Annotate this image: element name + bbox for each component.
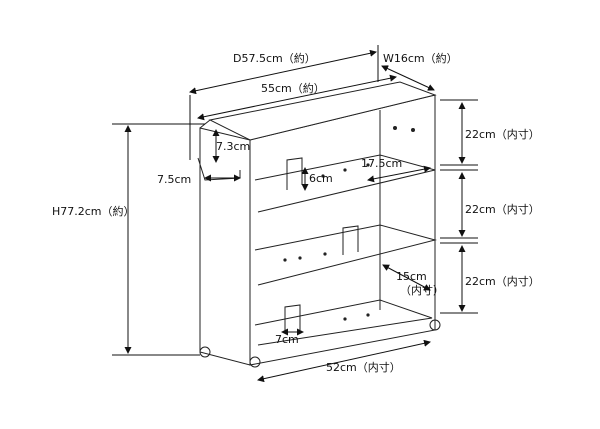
- handle-offset-label: 7.5cm: [157, 173, 192, 186]
- shelf-gap-mid-label: 22cm（内寸）: [465, 203, 540, 216]
- shelf-3: [254, 299, 433, 346]
- shelf-1: [254, 154, 436, 213]
- cabinet-side-panel: [199, 127, 251, 366]
- inner-depth-label-1: 15cm: [396, 270, 427, 283]
- inner-depth-label-2: （内寸）: [400, 284, 444, 297]
- width-label: W16cm（約）: [383, 52, 458, 65]
- shelf-2: [254, 224, 437, 286]
- divider-mid: [342, 225, 359, 255]
- height-label: H77.2cm（約）: [52, 205, 135, 218]
- divider-bottom: [284, 304, 301, 333]
- caster-back-left: [199, 346, 211, 358]
- caster-front-right: [429, 319, 441, 331]
- divider-height-label: 6cm: [309, 172, 333, 185]
- inner-length-label: 55cm（約）: [261, 82, 325, 95]
- handle-drop-label: 7.3cm: [216, 140, 251, 153]
- shelf-gap-top-label: 22cm（内寸）: [465, 128, 540, 141]
- shelf-depth-label: 17.5cm: [361, 157, 403, 170]
- shelf-gap-bottom-label: 22cm（内寸）: [465, 275, 540, 288]
- divider-width-label: 7cm: [275, 333, 299, 346]
- inner-width-label: 52cm（内寸）: [326, 361, 401, 374]
- depth-label: D57.5cm（約）: [233, 52, 316, 65]
